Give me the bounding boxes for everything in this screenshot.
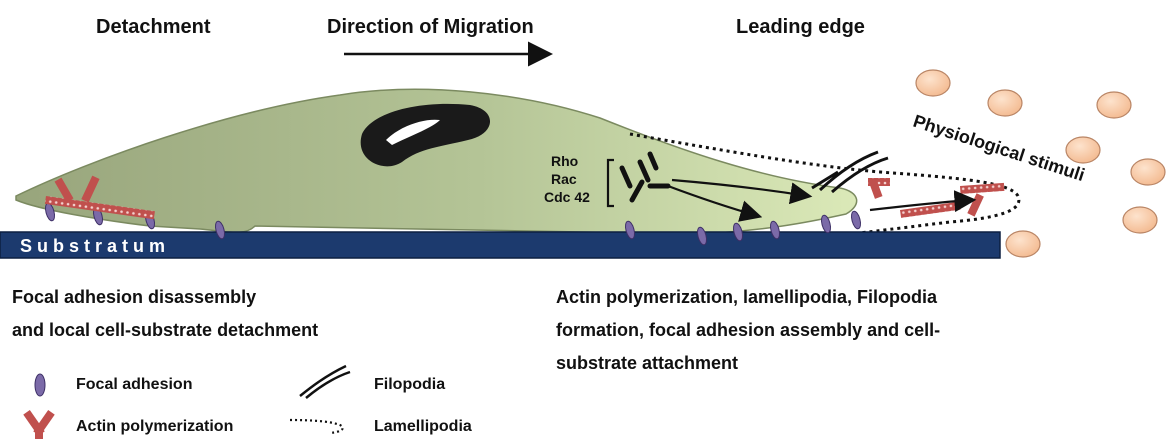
actin-filament: [960, 183, 1004, 194]
rac-label: Rac: [551, 171, 577, 187]
stimulus-particle: [1066, 137, 1100, 163]
caption-left-line2: and local cell-substrate detachment: [12, 320, 318, 340]
legend-lamellipodia: Lamellipodia: [374, 418, 472, 435]
legend-actin: Actin polymerization: [76, 418, 233, 435]
substratum-label: S u b s t r a t u m: [20, 236, 165, 256]
stimuli-label: Physiological stimuli: [911, 111, 1087, 185]
actin-front: [868, 178, 1004, 218]
leading-edge-label: Leading edge: [736, 16, 865, 38]
stimulus-particle: [1006, 231, 1040, 257]
direction-label: Direction of Migration: [327, 16, 534, 38]
stimulus-particle: [1097, 92, 1131, 118]
focal-adhesion: [850, 210, 862, 229]
stimulus-particle: [1123, 207, 1157, 233]
legend-actin-symbol: [23, 410, 54, 439]
rho-label: Rho: [551, 153, 578, 169]
legend-lamellipodia-symbol: [290, 420, 343, 433]
caption-left-line1: Focal adhesion disassembly: [12, 287, 256, 307]
detachment-label: Detachment: [96, 16, 211, 38]
stimulus-particle: [916, 70, 950, 96]
cdc42-label: Cdc 42: [544, 189, 590, 205]
legend-filopodia: Filopodia: [374, 376, 445, 393]
stimulus-particle: [1131, 159, 1165, 185]
legend-focal-adhesion: Focal adhesion: [76, 376, 192, 393]
legend-filopodia-symbol: [300, 366, 350, 398]
stimulus-particle: [988, 90, 1022, 116]
actin-branch: [967, 193, 984, 216]
legend-focal-adhesion-symbol: [35, 374, 45, 396]
caption-right-line2: formation, focal adhesion assembly and c…: [556, 320, 940, 340]
caption-right-line3: substrate attachment: [556, 353, 738, 373]
caption-right-line1: Actin polymerization, lamellipodia, Filo…: [556, 287, 938, 307]
